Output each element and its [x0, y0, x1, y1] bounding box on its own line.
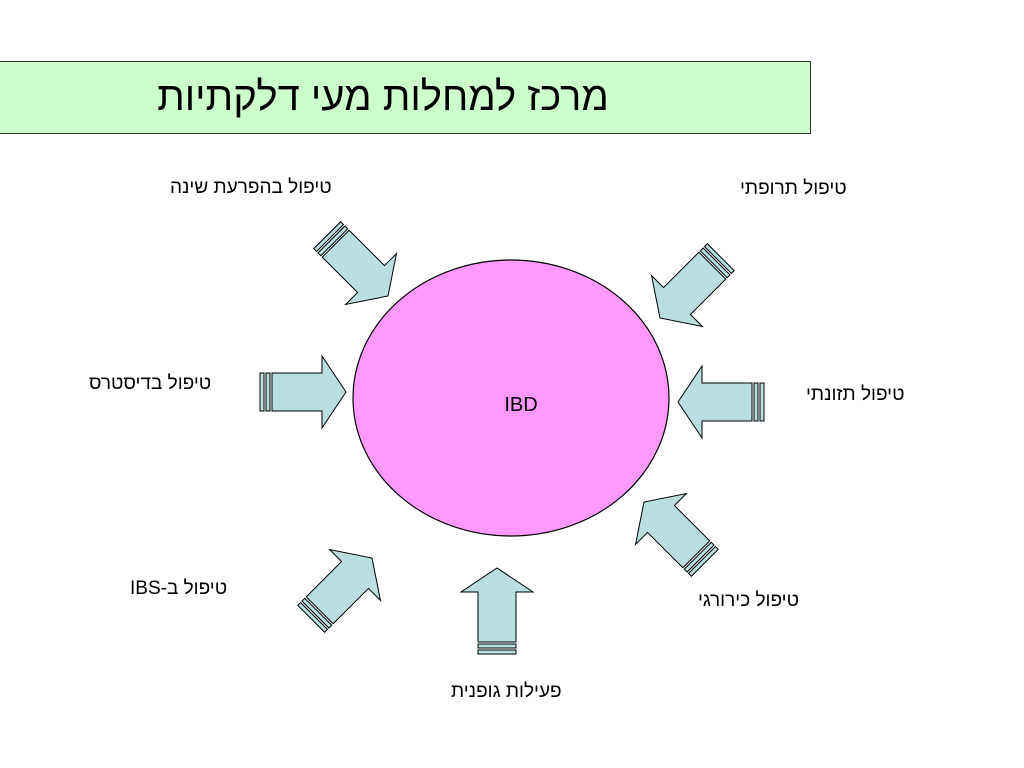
ibd-circle [352, 259, 670, 537]
page-title: מרכז למחלות מעי דלקתיות [0, 61, 811, 134]
arrow-medical [634, 231, 747, 344]
arrow-ibs [285, 532, 398, 645]
arrow-nutrition [677, 365, 765, 439]
label-stress: טיפול בדיסטרס [89, 373, 212, 394]
ibd-label: IBD [504, 394, 537, 416]
label-surgical: טיפול כירורגי [698, 590, 799, 611]
label-nutrition: טיפול תזונתי [806, 384, 905, 405]
arrow-surgical [618, 476, 731, 589]
label-ibs: טיפול ב-IBS [130, 578, 228, 599]
label-sleep: טיפול בהפרעת שינה [170, 177, 332, 198]
page-title-text: מרכז למחלות מעי דלקתיות [157, 75, 609, 119]
label-medical: טיפול תרופתי [740, 178, 847, 199]
arrow-physical [460, 567, 534, 655]
label-physical: פעילות גופנית [451, 681, 562, 702]
arrow-stress [259, 355, 347, 429]
